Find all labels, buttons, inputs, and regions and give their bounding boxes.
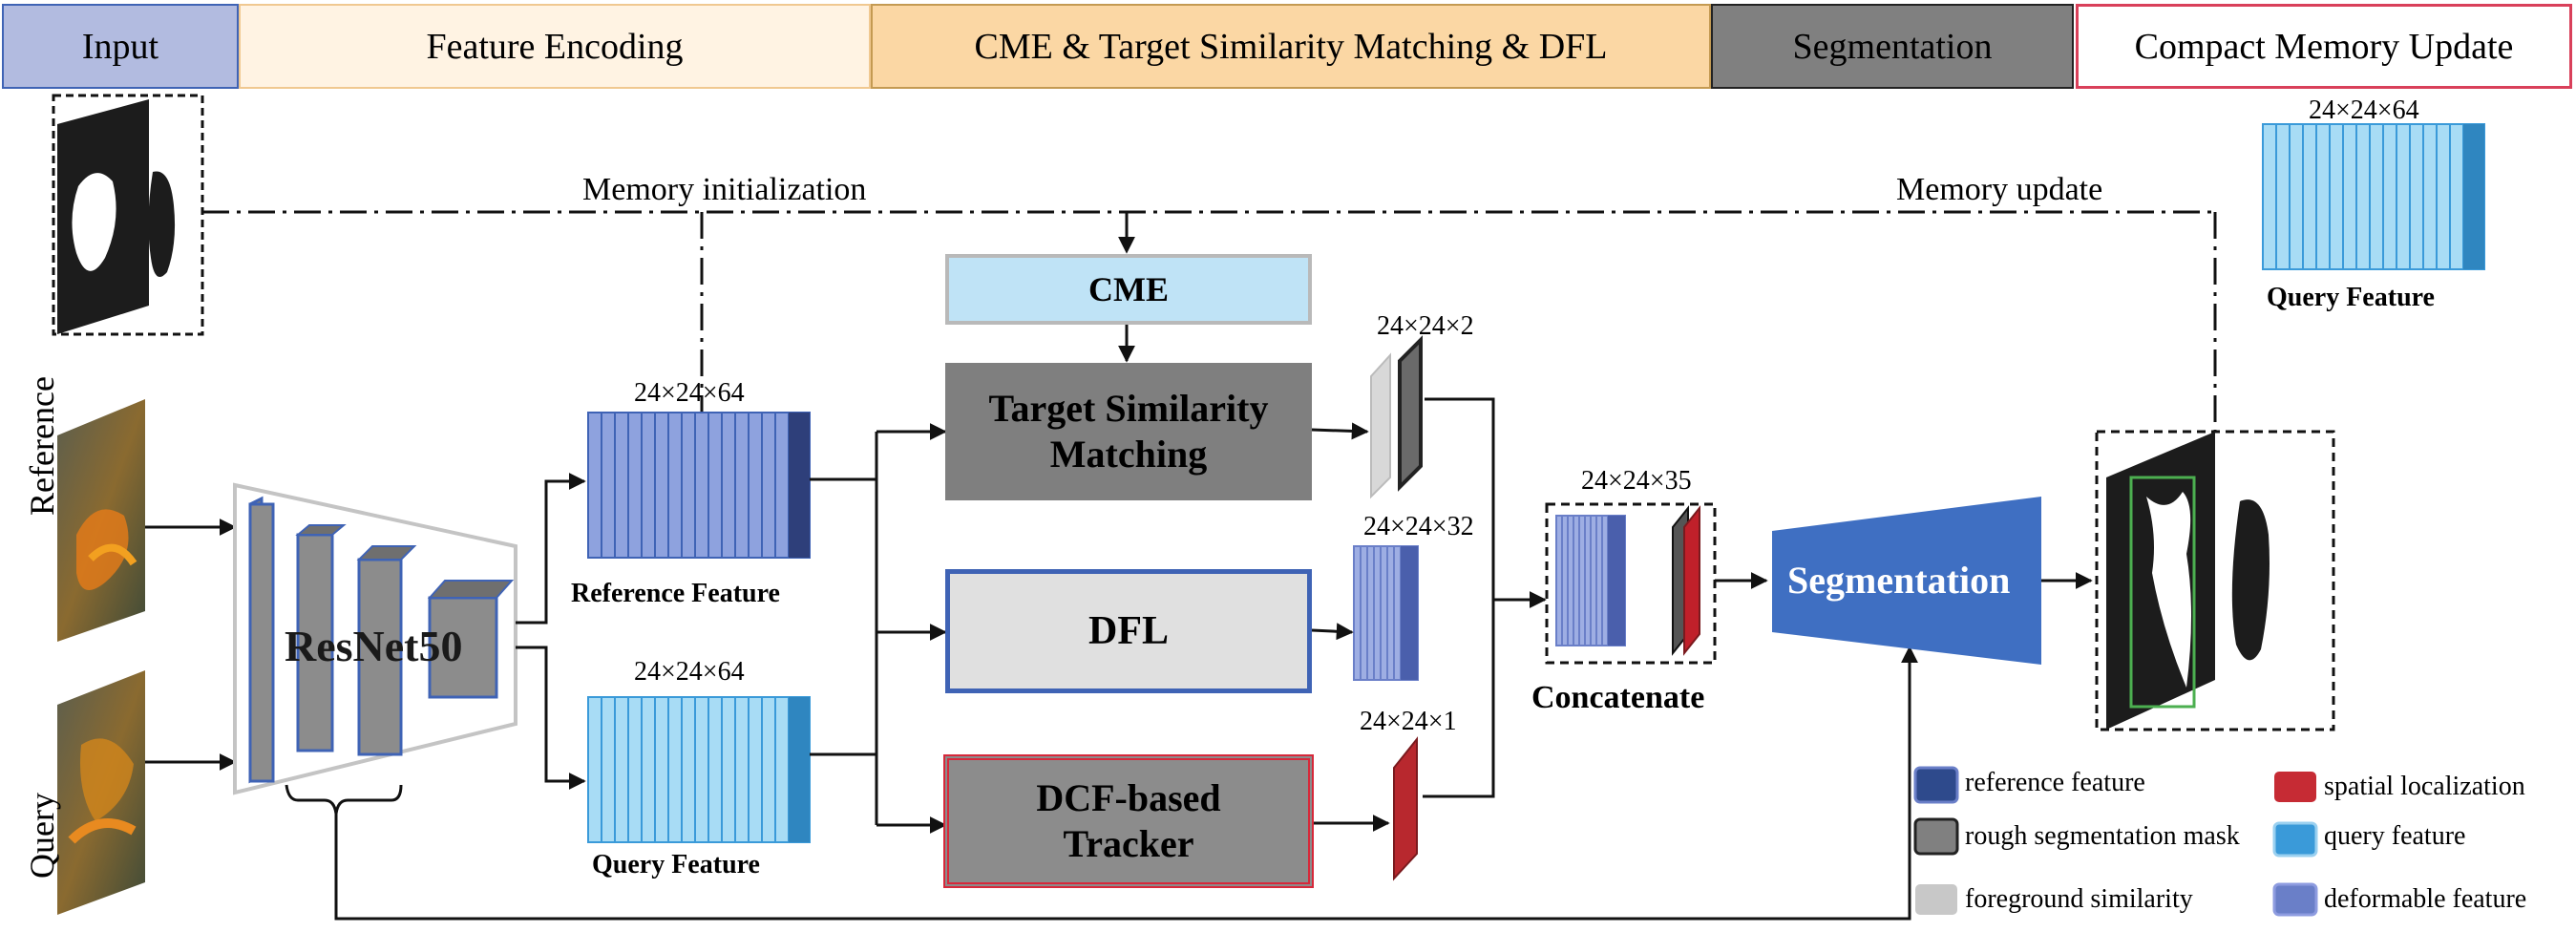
reference-image <box>57 399 145 642</box>
skip-connection <box>334 646 1918 921</box>
concat-caption: Concatenate <box>1531 680 1705 715</box>
concat-feature-stack <box>1555 505 1700 656</box>
memory-feature-caption: Query Feature <box>2267 283 2435 312</box>
legend-label-reference: reference feature <box>1965 768 2145 797</box>
segmentation-head-label: Segmentation <box>1787 559 2011 602</box>
stage-matching-label: CME & Target Similarity Matching & DFL <box>974 26 1608 67</box>
stage-segmentation-label: Segmentation <box>1792 26 1993 67</box>
stage-input: Input <box>2 4 239 89</box>
reference-feature-dims: 24×24×64 <box>634 378 745 408</box>
side-label-query: Query <box>23 793 61 879</box>
memory-feature-dims: 24×24×64 <box>2309 95 2419 125</box>
dfl-module: DFL <box>945 569 1312 693</box>
deformable-dims: 24×24×32 <box>1363 512 1474 541</box>
legend-label-deformable: deformable feature <box>2324 884 2527 914</box>
localization-dims: 24×24×1 <box>1360 707 1457 736</box>
tsm-module-label: Target Similarity Matching <box>988 387 1269 476</box>
concat-feature-front-face <box>1608 516 1625 646</box>
segmentation-head <box>1772 497 2041 665</box>
memory-update-label: Memory update <box>1892 172 2107 208</box>
stage-input-label: Input <box>81 26 159 67</box>
similarity-slabs <box>1370 335 1423 499</box>
legend-label-rough-mask: rough segmentation mask <box>1965 821 2240 851</box>
memory-feature-stack <box>2262 123 2485 270</box>
reference-mask-image <box>52 94 204 336</box>
concat-extra-slice <box>1683 505 1700 656</box>
stage-memory-update-label: Compact Memory Update <box>2134 26 2514 67</box>
stage-feature-encoding: Feature Encoding <box>239 4 871 89</box>
reference-feature-stack <box>587 412 811 559</box>
resnet-label: ResNet50 <box>285 622 463 670</box>
similarity-dims: 24×24×2 <box>1377 311 1474 341</box>
query-feature-dims: 24×24×64 <box>634 657 745 687</box>
cme-module: CME <box>945 254 1312 325</box>
concat-dims: 24×24×35 <box>1581 466 1692 496</box>
deformable-feature-stack <box>1353 545 1419 681</box>
reference-feature-caption: Reference Feature <box>571 579 780 608</box>
legend-label-foreground: foreground similarity <box>1965 884 2193 914</box>
stage-memory-update: Compact Memory Update <box>2076 4 2572 89</box>
reference-feature-front-face <box>789 413 810 558</box>
cme-module-label: CME <box>1088 270 1169 308</box>
query-feature-stack <box>587 696 811 843</box>
query-feature-caption: Query Feature <box>592 850 760 879</box>
legend-label-localization: spatial localization <box>2324 772 2525 801</box>
stage-segmentation: Segmentation <box>1711 4 2074 89</box>
side-label-reference: Reference <box>23 376 61 516</box>
tracker-module-label: DCF-based Tracker <box>1036 776 1221 865</box>
dfl-module-label: DFL <box>1088 609 1169 653</box>
tsm-module: Target Similarity Matching <box>945 363 1312 500</box>
deformable-feature-front-face <box>1401 546 1418 680</box>
tracker-module: DCF-based Tracker <box>943 754 1314 888</box>
stage-feature-encoding-label: Feature Encoding <box>426 26 684 67</box>
resnet-backbone <box>233 482 517 815</box>
stage-matching: CME & Target Similarity Matching & DFL <box>871 4 1711 89</box>
output-mask-image <box>2095 430 2335 731</box>
concat-box <box>1545 502 1717 665</box>
memory-init-label: Memory initialization <box>579 172 871 208</box>
query-feature-front-face <box>789 697 810 842</box>
query-image <box>57 670 145 915</box>
localization-slab <box>1393 736 1418 881</box>
legend <box>1913 766 2318 917</box>
legend-label-query: query feature <box>2324 821 2466 851</box>
memory-feature-front-face <box>2463 124 2484 269</box>
